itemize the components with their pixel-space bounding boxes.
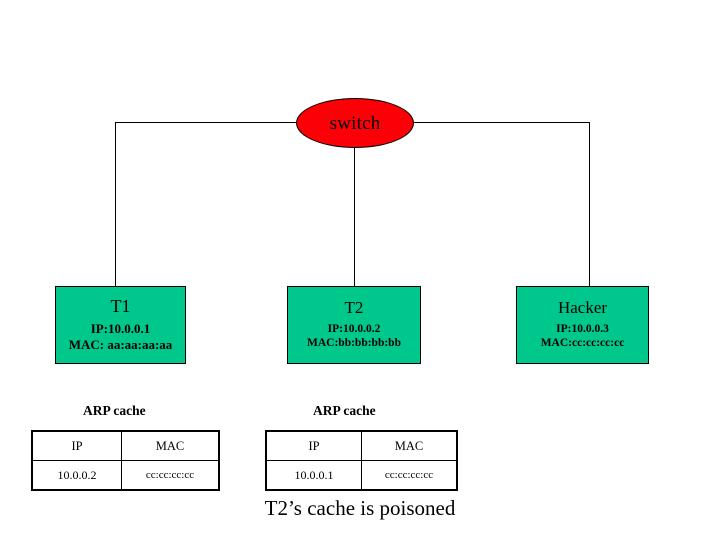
arp-cache-table-t2: IP MAC 10.0.0.1 cc:cc:cc:cc <box>265 430 458 491</box>
column-header-mac: MAC <box>361 430 458 461</box>
host-mac-hacker: MAC:cc:cc:cc:cc <box>540 337 625 350</box>
table-header-row: IP MAC <box>265 430 458 461</box>
host-box-t1[interactable]: T1 IP:10.0.0.1 MAC: aa:aa:aa:aa <box>55 286 186 364</box>
diagram-caption: T2’s cache is poisoned <box>264 496 456 520</box>
table-header-row: IP MAC <box>31 430 220 461</box>
host-name-t2: T2 <box>344 298 364 318</box>
host-mac-t2: MAC:bb:bb:bb:bb <box>307 337 401 350</box>
cell-mac: cc:cc:cc:cc <box>121 460 220 491</box>
switch-node[interactable]: switch <box>296 98 414 148</box>
cell-ip: 10.0.0.1 <box>265 460 362 491</box>
host-ip-hacker: IP:10.0.0.3 <box>556 323 609 336</box>
table-row: 10.0.0.1 cc:cc:cc:cc <box>265 460 458 491</box>
table-row: 10.0.0.2 cc:cc:cc:cc <box>31 460 220 491</box>
column-header-ip: IP <box>31 430 122 461</box>
cell-ip: 10.0.0.2 <box>31 460 122 491</box>
arp-cache-table-t1: IP MAC 10.0.0.2 cc:cc:cc:cc <box>31 430 220 491</box>
host-box-t2[interactable]: T2 IP:10.0.0.2 MAC:bb:bb:bb:bb <box>287 286 421 364</box>
arp-cache-label-t1: ARP cache <box>83 403 146 418</box>
host-ip-t2: IP:10.0.0.2 <box>327 323 381 336</box>
host-name-hacker: Hacker <box>557 298 608 318</box>
connector-switch-to-t1-vertical <box>115 122 116 286</box>
host-box-hacker[interactable]: Hacker IP:10.0.0.3 MAC:cc:cc:cc:cc <box>516 286 649 364</box>
connector-switch-to-t1-horizontal <box>115 122 297 123</box>
arp-cache-label-t2: ARP cache <box>313 403 376 418</box>
connector-switch-to-hacker-vertical <box>589 122 590 286</box>
cell-mac: cc:cc:cc:cc <box>361 460 458 491</box>
column-header-mac: MAC <box>121 430 220 461</box>
host-name-t1: T1 <box>110 295 131 316</box>
column-header-ip: IP <box>265 430 362 461</box>
host-mac-t1: MAC: aa:aa:aa:aa <box>68 336 173 352</box>
host-ip-t1: IP:10.0.0.1 <box>90 320 151 336</box>
switch-label: switch <box>329 112 381 134</box>
connector-switch-to-hacker-horizontal <box>413 122 590 123</box>
connector-switch-to-t2-vertical <box>354 147 355 286</box>
